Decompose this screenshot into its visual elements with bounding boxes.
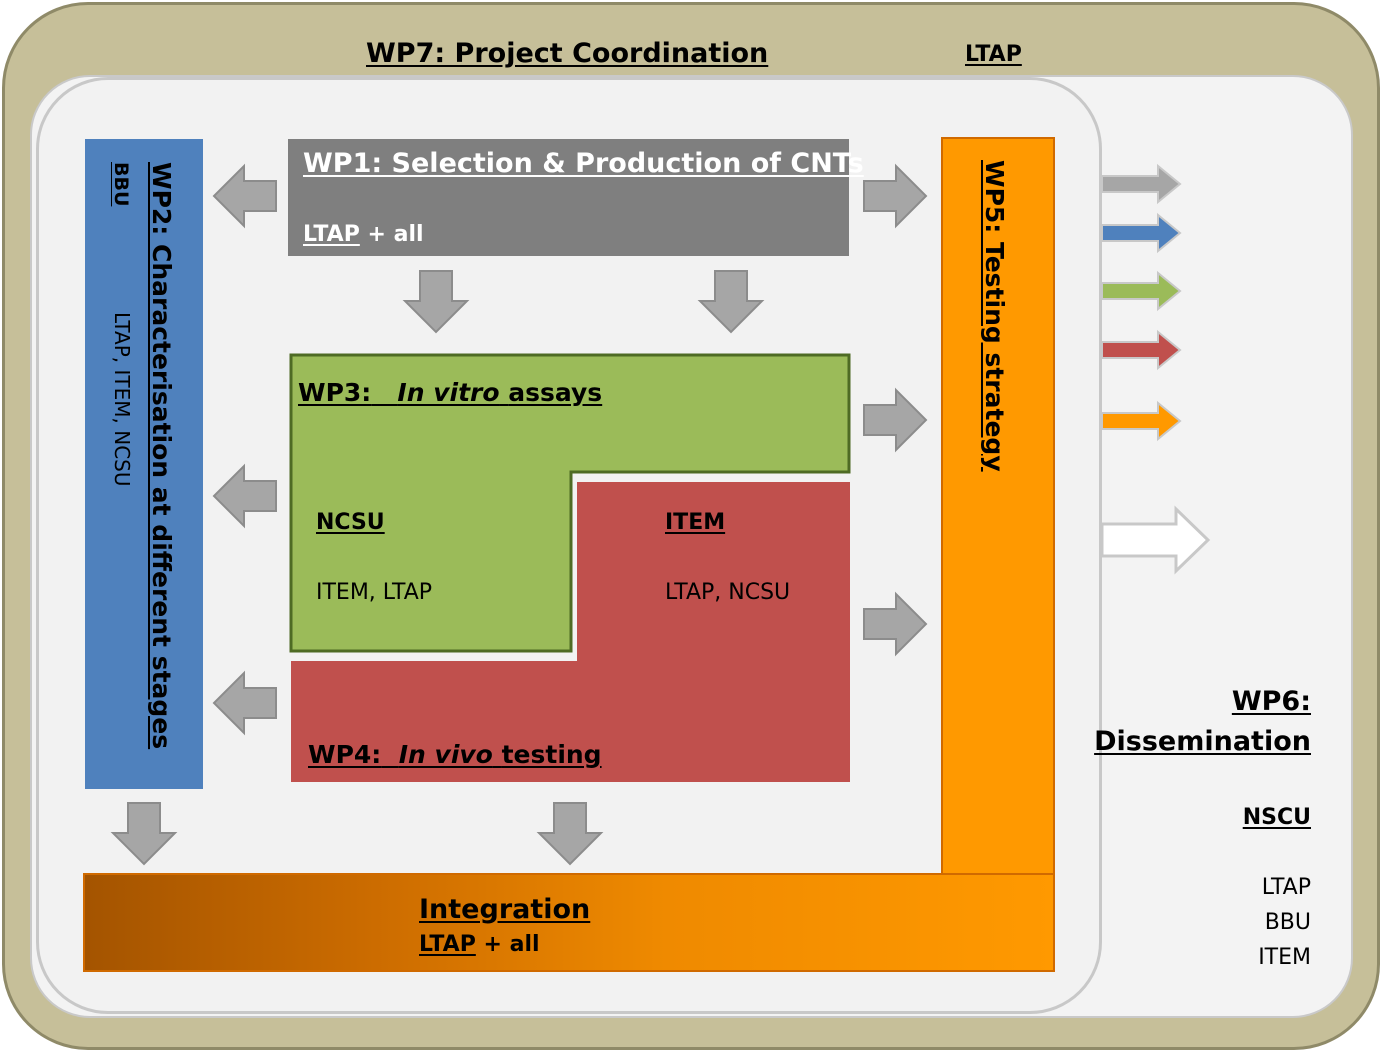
wp6-title-line1: WP6: [1231,686,1311,717]
arrow-down-icon [536,802,604,866]
wp4-box-bottom [291,661,850,782]
wp7-lead: LTAP [965,42,1022,67]
wp6-partner: BBU [1264,910,1311,935]
wp3-label: WP3: [298,378,372,407]
arrow-left-icon [212,163,277,229]
wp4-title-rest: testing [501,740,602,769]
wp3-title-rest: assays [508,378,603,407]
wp4-title-italic: In vivo [398,740,493,769]
wp1-box [288,139,849,256]
wp1-lead-line: LTAP + all [303,224,424,246]
wp6-lead: NSCU [1242,805,1311,830]
integration-output-arrow-icon [1100,505,1211,575]
integration-lead-line: LTAP + all [419,934,540,956]
wp4-title: WP4: In vivo testing [308,742,602,767]
arrow-left-icon [212,463,277,529]
wp1-output-arrow-icon [1101,163,1182,205]
arrow-right-icon [863,387,928,453]
wp7-title: WP7: Project Coordination [366,38,769,69]
wp2-box [85,139,203,789]
arrow-right-icon [863,163,928,229]
wp4-label: WP4: [308,740,382,769]
wp3-title: WP3: In vitro assays [298,380,602,405]
wp6-partner: LTAP [1261,875,1311,900]
wp1-title: WP1: Selection & Production of CNTs [303,148,864,179]
integration-partners: + all [483,932,540,957]
wp3-output-arrow-icon [1101,270,1182,312]
wp4-partners: LTAP, NCSU [665,580,791,605]
arrow-down-icon [110,802,178,866]
wp4-output-arrow-icon [1101,329,1182,371]
wp4-lead: ITEM [665,510,726,535]
wp6-partner: ITEM [1258,945,1311,970]
wp5-output-arrow-icon [1101,400,1182,442]
arrow-right-icon [863,591,928,657]
wp3-partners: ITEM, LTAP [316,580,433,605]
wp6-title-line2: Dissemination [1094,726,1311,757]
integration-title: Integration [419,894,591,925]
wp3-title-italic: In vitro [397,378,500,407]
arrow-left-icon [212,670,277,736]
integration-bar [83,873,1055,972]
wp3-box [289,353,851,653]
wp3-lead: NCSU [316,510,385,535]
wp2-output-arrow-icon [1101,212,1182,254]
wp5-box [941,137,1055,972]
wp1-partners: + all [367,222,424,247]
arrow-down-icon [697,270,765,334]
wp1-lead: LTAP [303,222,360,247]
integration-lead: LTAP [419,932,476,957]
arrow-down-icon [402,270,470,334]
